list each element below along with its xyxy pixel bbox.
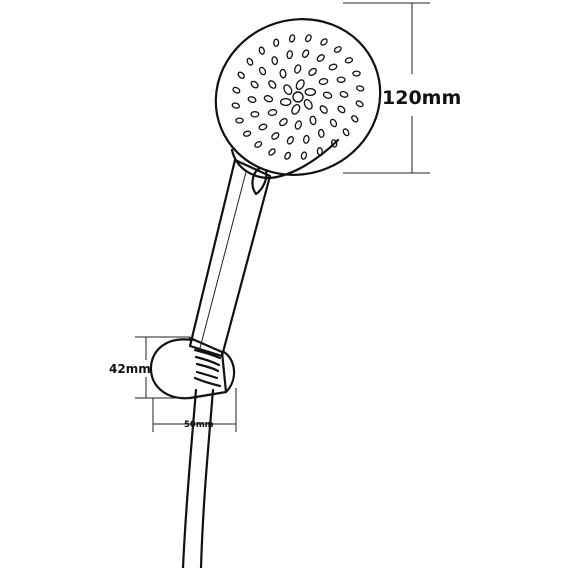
nozzle bbox=[318, 77, 329, 86]
holder-height-dimension: 42mm bbox=[109, 336, 190, 399]
spray-nozzles bbox=[231, 34, 365, 160]
nozzle bbox=[273, 38, 280, 47]
nozzle bbox=[268, 80, 277, 89]
nozzle bbox=[263, 95, 274, 103]
nozzle bbox=[250, 111, 260, 118]
head-diameter-label: 120mm bbox=[382, 87, 461, 109]
nozzle bbox=[288, 34, 296, 43]
nozzle bbox=[286, 136, 295, 145]
nozzle bbox=[231, 102, 240, 109]
nozzle bbox=[247, 96, 257, 104]
handle bbox=[188, 158, 272, 358]
nozzle bbox=[329, 118, 338, 128]
nozzle bbox=[331, 139, 338, 148]
shower-head-face bbox=[214, 18, 382, 176]
nozzle bbox=[268, 148, 276, 156]
nozzle bbox=[283, 84, 293, 95]
nozzle bbox=[294, 120, 302, 130]
nozzle bbox=[303, 134, 310, 144]
nozzle bbox=[295, 79, 305, 90]
nozzle bbox=[286, 50, 293, 60]
shower-head bbox=[214, 18, 382, 180]
nozzle bbox=[279, 118, 288, 127]
nozzle bbox=[355, 100, 364, 108]
nozzle bbox=[304, 87, 317, 97]
holder-width-label: 50mm bbox=[184, 420, 214, 430]
nozzle bbox=[294, 64, 302, 74]
nozzle bbox=[279, 97, 292, 107]
nozzle bbox=[337, 105, 346, 114]
nozzle bbox=[300, 151, 308, 160]
nozzle bbox=[258, 66, 267, 76]
nozzle bbox=[342, 128, 350, 137]
nozzle bbox=[284, 151, 291, 160]
holder-height-label: 42mm bbox=[109, 362, 151, 376]
nozzle bbox=[301, 49, 310, 58]
nozzle bbox=[246, 57, 254, 66]
nozzle bbox=[254, 141, 263, 148]
nozzle bbox=[356, 85, 365, 92]
nozzle bbox=[336, 76, 346, 83]
nozzle bbox=[309, 115, 317, 126]
nozzle bbox=[333, 46, 342, 53]
nozzle bbox=[291, 104, 301, 115]
nozzle bbox=[271, 132, 280, 140]
nozzle bbox=[352, 70, 361, 77]
nozzle bbox=[316, 54, 325, 62]
nozzle bbox=[344, 57, 354, 64]
nozzle bbox=[258, 123, 268, 131]
nozzle bbox=[267, 108, 278, 117]
nozzle bbox=[303, 99, 313, 110]
nozzle bbox=[319, 105, 328, 114]
nozzle bbox=[237, 71, 245, 79]
nozzle bbox=[351, 115, 359, 123]
nozzle bbox=[242, 130, 252, 137]
center-nozzle bbox=[292, 91, 304, 103]
nozzle bbox=[305, 34, 312, 43]
nozzle bbox=[318, 128, 325, 138]
nozzle bbox=[250, 80, 259, 89]
nozzle bbox=[232, 86, 241, 94]
nozzle bbox=[235, 117, 244, 124]
nozzle bbox=[258, 46, 265, 55]
holder-width-dimension: 50mm bbox=[152, 388, 237, 432]
wall-holder bbox=[149, 336, 236, 400]
nozzle bbox=[339, 90, 349, 98]
hose bbox=[181, 388, 215, 568]
nozzle bbox=[322, 91, 333, 99]
nozzle bbox=[308, 67, 317, 76]
nozzle bbox=[328, 63, 338, 71]
nozzle bbox=[316, 147, 323, 156]
nozzle bbox=[279, 68, 287, 79]
nozzle bbox=[271, 56, 278, 66]
head-diameter-dimension: 120mm bbox=[343, 2, 461, 174]
nozzle bbox=[320, 38, 328, 46]
